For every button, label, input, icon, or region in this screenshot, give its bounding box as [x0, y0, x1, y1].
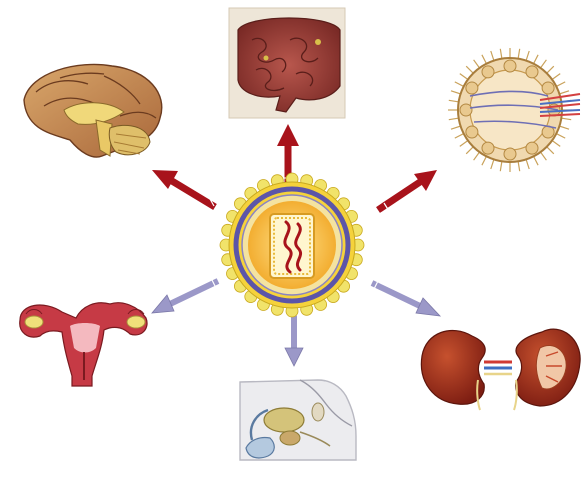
male-reproductive-illustration: [240, 380, 356, 460]
lymph-follicle: [504, 60, 516, 72]
uterus-illustration: [20, 303, 147, 386]
lymph-follicle: [466, 126, 478, 138]
arrow-to-lymph-node: [378, 170, 437, 211]
lymph-follicle: [504, 148, 516, 160]
arrow-to-uterus: [152, 280, 218, 313]
brain-illustration: [24, 64, 162, 157]
lymph-follicle: [482, 66, 494, 78]
lymph-follicle: [526, 66, 538, 78]
core: [270, 214, 314, 278]
lymph-follicle: [526, 142, 538, 154]
virus-particle: [220, 173, 364, 317]
arrow-to-kidneys: [372, 281, 440, 316]
lymph-node-illustration: [448, 48, 580, 172]
intestines-illustration: [229, 8, 345, 118]
arrow-to-brain: [152, 170, 215, 207]
kidneys-illustration: [421, 329, 580, 410]
lymph-follicle: [542, 82, 554, 94]
lymph-follicle: [466, 82, 478, 94]
lymph-follicle: [460, 104, 472, 116]
lymph-follicle: [482, 142, 494, 154]
